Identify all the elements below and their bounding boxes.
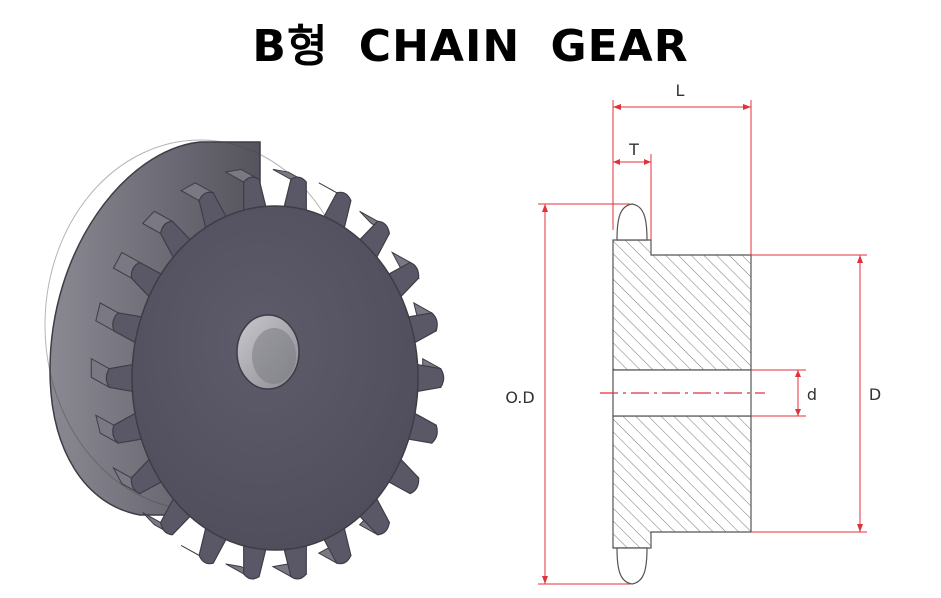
cross-section-drawing: L T O.D d: [505, 81, 881, 585]
label-od: O.D: [505, 388, 534, 407]
dimension-d-bore: d: [751, 369, 817, 417]
title-main: CHAIN GEAR: [358, 21, 689, 72]
dimension-t: T: [613, 140, 652, 240]
gear-tooth: [282, 176, 307, 217]
dimension-d-hub: D: [751, 254, 881, 533]
bore-hole: [236, 314, 300, 390]
gear-tooth: [105, 363, 138, 393]
gear-tooth: [412, 363, 445, 393]
title-prefix: B형: [252, 21, 329, 72]
gear-tooth: [243, 539, 268, 580]
gear-tooth: [243, 176, 268, 217]
dimension-od: O.D: [505, 203, 630, 585]
label-d-hub: D: [869, 385, 881, 404]
section-body: [612, 203, 752, 585]
gear-tooth: [282, 539, 307, 580]
dimension-l: L: [612, 81, 752, 255]
label-t: T: [628, 140, 639, 159]
page-title: B형 CHAIN GEAR: [0, 10, 941, 74]
label-l: L: [676, 81, 685, 100]
chain-gear-3d-illustration: [44, 139, 445, 580]
label-d-bore: d: [807, 385, 817, 404]
